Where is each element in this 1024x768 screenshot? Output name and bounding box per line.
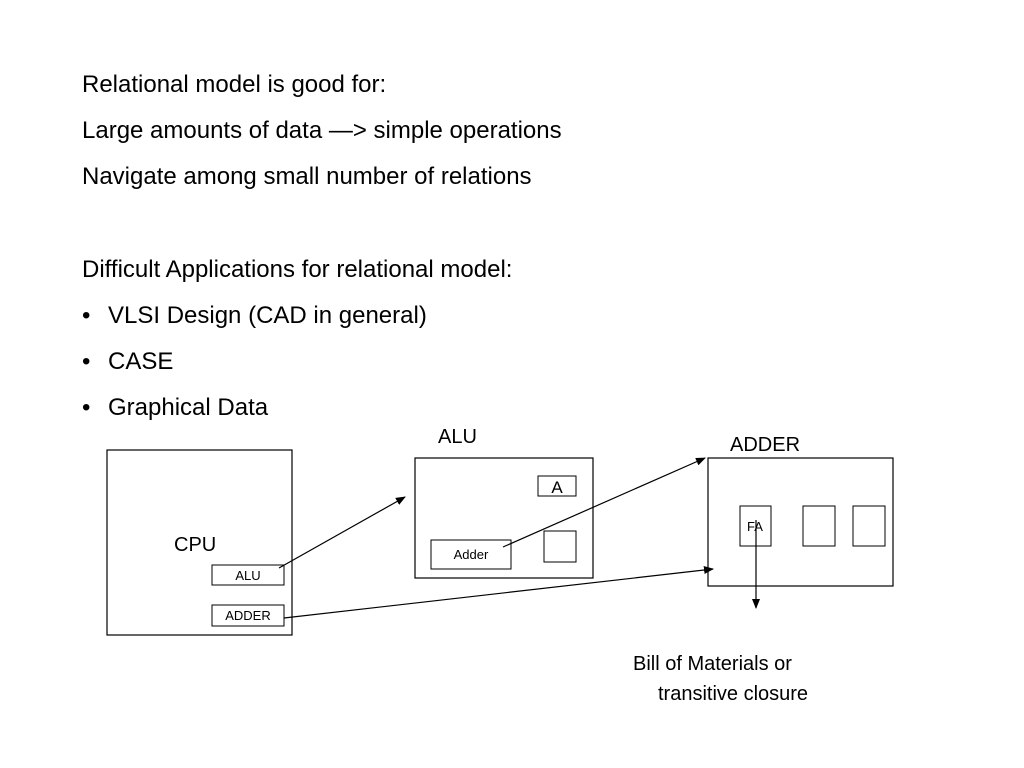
bullet-dot: • [82, 394, 91, 421]
caption-line-2: transitive closure [658, 683, 808, 705]
cpu-alu-label: ALU [235, 568, 260, 583]
cpu-box: CPU ALU ADDER [106, 449, 293, 636]
text-line-relational-good: Relational model is good for: [82, 71, 387, 98]
cpu-adder-label: ADDER [225, 608, 271, 623]
bullet-text: VLSI Design (CAD in general) [108, 302, 427, 329]
adder-fa-label: FA [747, 519, 763, 534]
arrow-cpu-alu-to-alu [278, 496, 406, 569]
bullet-item-vlsi: • VLSI Design (CAD in general) [82, 302, 427, 330]
cpu-alu-box [211, 564, 285, 586]
arrow-cpu-adder-to-adder [283, 566, 714, 619]
bullet-item-case: • CASE [82, 348, 173, 376]
alu-empty-box [543, 530, 577, 563]
adder-empty-box-2 [852, 505, 886, 547]
text-line-navigate: Navigate among small number of relations [82, 163, 532, 190]
adder-box: ADDER FA [707, 434, 894, 587]
caption-line-1: Bill of Materials or [633, 653, 792, 675]
alu-box: ALU A Adder [414, 426, 594, 579]
text-line-difficult-apps: Difficult Applications for relational mo… [82, 256, 513, 283]
cpu-adder-box [211, 604, 285, 627]
adder-box-outline [707, 457, 894, 587]
alu-adder-box [430, 539, 512, 570]
bullet-item-graphical: • Graphical Data [82, 394, 268, 422]
adder-empty-box-1 [802, 505, 836, 547]
adder-title: ADDER [730, 434, 800, 456]
text-line-large-amounts: Large amounts of data —> simple operatio… [82, 117, 562, 144]
arrow-alu-adder-to-adder [502, 457, 706, 548]
alu-title: ALU [438, 426, 477, 448]
alu-a-label: A [551, 478, 563, 497]
bullet-dot: • [82, 302, 91, 329]
bullet-text: CASE [108, 348, 174, 375]
cpu-box-outline [106, 449, 293, 636]
alu-adder-label: Adder [454, 547, 489, 562]
bullet-text: Graphical Data [108, 394, 269, 421]
alu-box-outline [414, 457, 594, 579]
alu-a-box [537, 475, 577, 497]
bullet-dot: • [82, 348, 91, 375]
cpu-title: CPU [174, 534, 216, 556]
